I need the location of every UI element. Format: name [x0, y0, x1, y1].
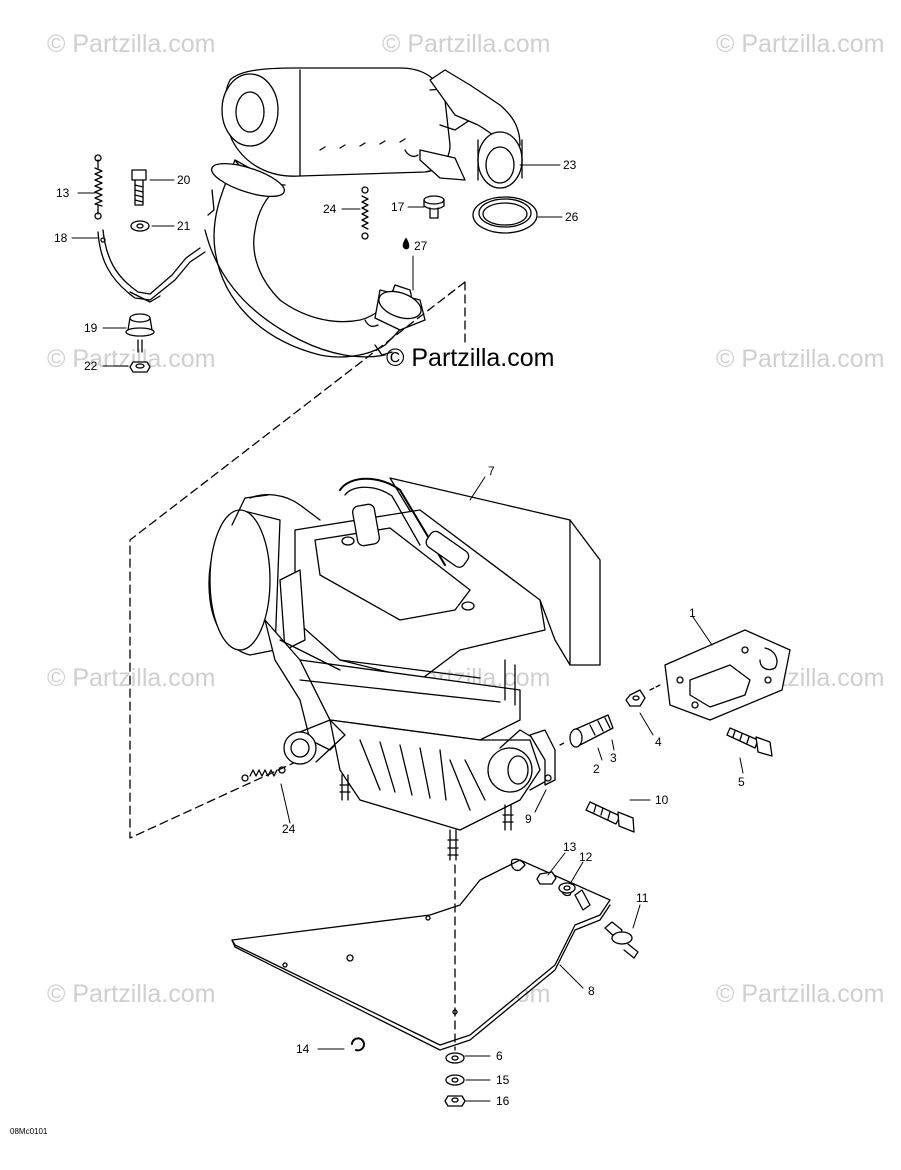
callout-label: 24 — [323, 202, 337, 216]
callout-label: 6 — [496, 1049, 503, 1063]
callout-label: 10 — [655, 793, 669, 807]
rubber-mount-11 — [604, 921, 639, 959]
nut-16 — [444, 1095, 466, 1107]
callout-label: 24 — [282, 822, 296, 836]
callout-label: 17 — [391, 200, 405, 214]
clip-14 — [351, 1037, 365, 1052]
callout-label: 12 — [579, 850, 593, 864]
washer-12 — [558, 882, 576, 894]
engine-assembly — [208, 477, 601, 861]
watermark: © Partzilla.com — [716, 345, 885, 373]
watermark: © Partzilla.com — [716, 980, 885, 1008]
bolt-20 — [131, 169, 147, 206]
callout-label: 8 — [588, 984, 595, 998]
callout-label: 18 — [54, 231, 68, 245]
callout-label: 26 — [565, 210, 579, 224]
cap-17 — [423, 195, 445, 219]
exhaust-pipe — [204, 159, 426, 358]
washer-21 — [130, 220, 150, 232]
assembly-boundary-dashed — [129, 281, 466, 839]
callout-label: 15 — [496, 1073, 510, 1087]
bolt-axis-dashed — [559, 684, 661, 746]
bolt-2 — [569, 714, 614, 748]
bracket-9 — [529, 729, 556, 786]
watermark: © Partzilla.com — [47, 980, 216, 1008]
figure-id: 08Mc0101 — [10, 1127, 48, 1136]
watermark: © Partzilla.com — [716, 30, 885, 58]
callout-label: 21 — [177, 219, 191, 233]
strap-bracket-18 — [97, 229, 206, 303]
watermark: © Partzilla.com — [47, 664, 216, 692]
lock-washer-15 — [445, 1074, 465, 1086]
spring-24-top — [361, 186, 369, 240]
callout-label: 1 — [689, 606, 696, 620]
bolt-10 — [585, 801, 635, 833]
base-plate-8 — [231, 858, 611, 1051]
callout-label: 22 — [84, 359, 98, 373]
callout-label: 13 — [563, 840, 577, 854]
callout-label: 19 — [84, 321, 98, 335]
muffler — [221, 67, 471, 181]
droplet-icon — [402, 237, 410, 250]
spring-24-lower — [241, 766, 286, 782]
watermark: © Partzilla.com — [382, 30, 551, 58]
callout-label: 4 — [655, 735, 662, 749]
nut-13 — [536, 871, 557, 885]
callout-label: 14 — [296, 1042, 310, 1056]
rubber-mount-19 — [125, 313, 155, 353]
callout-label: 7 — [488, 464, 495, 478]
callout-label: 20 — [177, 173, 191, 187]
nut-4 — [625, 689, 646, 707]
callout-label: 2 — [593, 762, 600, 776]
callout-label: 3 — [610, 751, 617, 765]
watermark: © Partzilla.com — [47, 30, 216, 58]
ring-gasket-26 — [472, 196, 538, 234]
bolt-5 — [726, 727, 773, 757]
callout-label: 9 — [525, 812, 532, 826]
callout-label: 27 — [414, 239, 428, 253]
callout-label: 16 — [496, 1094, 510, 1108]
nut-22 — [129, 361, 151, 373]
partzilla-credit: © Partzilla.com — [386, 344, 555, 372]
callout-label: 5 — [738, 775, 745, 789]
leader-lines — [71, 164, 744, 1102]
exhaust-elbow-outlet — [429, 69, 523, 189]
spring-13 — [94, 154, 103, 220]
callout-label: 23 — [563, 158, 577, 172]
washer-6 — [445, 1052, 465, 1064]
callout-label: 13 — [56, 186, 70, 200]
mounting-plate-1 — [664, 629, 791, 721]
callout-label: 11 — [636, 891, 649, 905]
